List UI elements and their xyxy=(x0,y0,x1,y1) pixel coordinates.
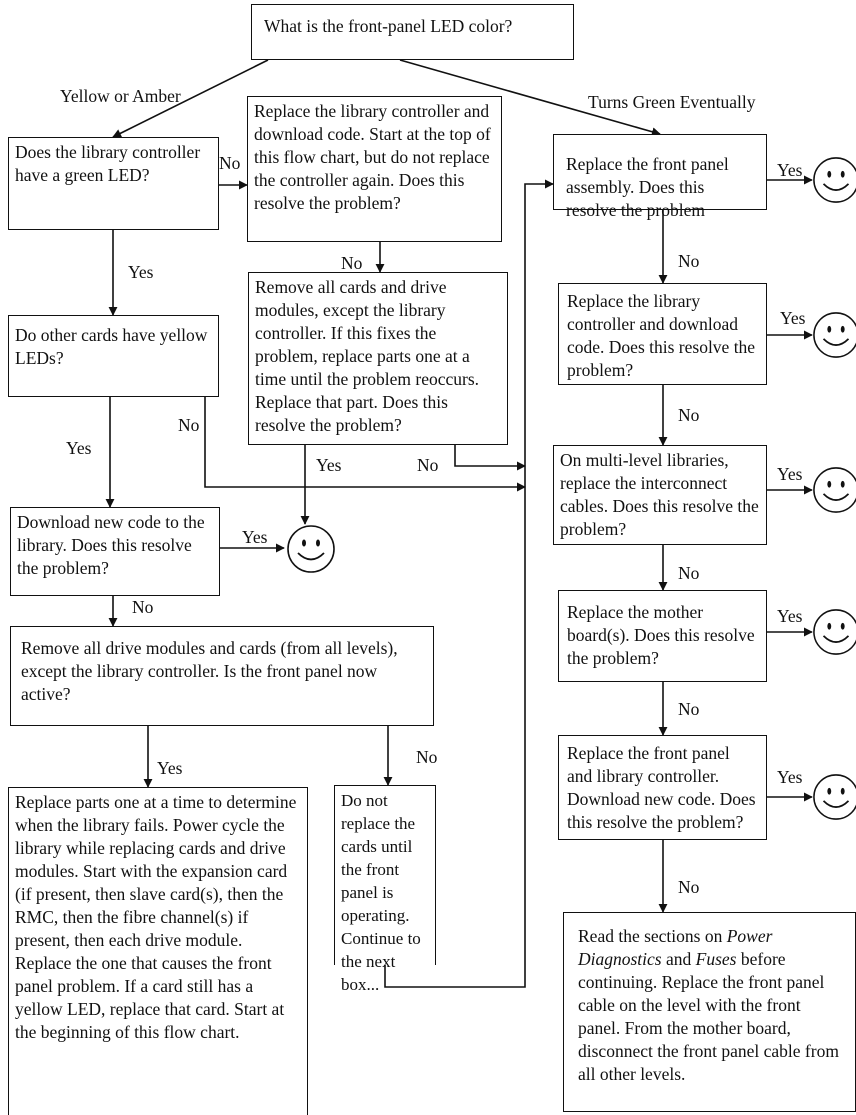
interconnect-box: On multi-level libraries, replace the in… xyxy=(553,445,767,545)
motherboard-box: Replace the mother board(s). Does this r… xyxy=(558,590,767,682)
label-yes: Yes xyxy=(157,758,183,778)
label-yes: Yes xyxy=(777,767,803,787)
remove-all-box: Remove all drive modules and cards (from… xyxy=(10,626,434,726)
smiley-face-icon xyxy=(813,609,856,655)
smiley-face-icon xyxy=(813,774,856,820)
front-panel-box: Replace the front panel assembly. Does t… xyxy=(553,134,767,220)
lib-ctrl-box: Replace the library controller and downl… xyxy=(558,283,767,385)
label-no: No xyxy=(678,877,700,897)
label-no: No xyxy=(341,253,363,273)
label-yes: Yes xyxy=(128,262,154,282)
fp-and-lc-box: Replace the front panel and library cont… xyxy=(558,735,767,840)
label-yes: Yes xyxy=(242,527,268,547)
smiley-face-icon xyxy=(813,312,856,358)
label-yes: Yes xyxy=(780,308,806,328)
start-box: What is the front-panel LED color? xyxy=(251,4,574,60)
dont-replace-box: Do not replace the cards until the front… xyxy=(334,785,436,994)
arrow-cards-no xyxy=(204,397,526,492)
smiley-face-icon xyxy=(813,157,856,203)
label-yes: Yes xyxy=(316,455,342,475)
arrow-remove-cards-no xyxy=(454,445,526,471)
other-cards-box: Do other cards have yellow LEDs? xyxy=(8,315,219,397)
label-no: No xyxy=(219,153,241,173)
label-yes: Yes xyxy=(66,438,92,458)
label-no: No xyxy=(178,415,200,435)
replace-parts-box: Replace parts one at a time to determine… xyxy=(8,787,308,1115)
label-no: No xyxy=(678,699,700,719)
label-no: No xyxy=(416,747,438,767)
label-yes: Yes xyxy=(777,160,803,180)
label-no: No xyxy=(132,597,154,617)
label-no: No xyxy=(678,405,700,425)
arrow-continue-next-box xyxy=(384,179,554,988)
arrow-start-to-yellow xyxy=(112,59,269,138)
remove-cards-box: Remove all cards and drive modules, exce… xyxy=(248,272,508,445)
replace-lc-loop-box: Replace the library controller and downl… xyxy=(247,96,502,242)
label-no: No xyxy=(678,251,700,271)
label-yes: Yes xyxy=(777,464,803,484)
read-sections-box: Read the sections on Power Diagnostics a… xyxy=(563,912,856,1112)
label-no: No xyxy=(678,563,700,583)
smiley-face-icon xyxy=(813,467,856,513)
download-code-box: Download new code to the library. Does t… xyxy=(10,507,220,596)
label-turns-green: Turns Green Eventually xyxy=(588,92,756,112)
label-no: No xyxy=(417,455,439,475)
lc-green-box: Does the library controller have a green… xyxy=(8,137,219,230)
label-yes: Yes xyxy=(777,606,803,626)
arrow-start-to-green xyxy=(399,59,661,137)
label-yellow-amber: Yellow or Amber xyxy=(60,86,181,106)
smiley-face-icon xyxy=(287,525,335,573)
